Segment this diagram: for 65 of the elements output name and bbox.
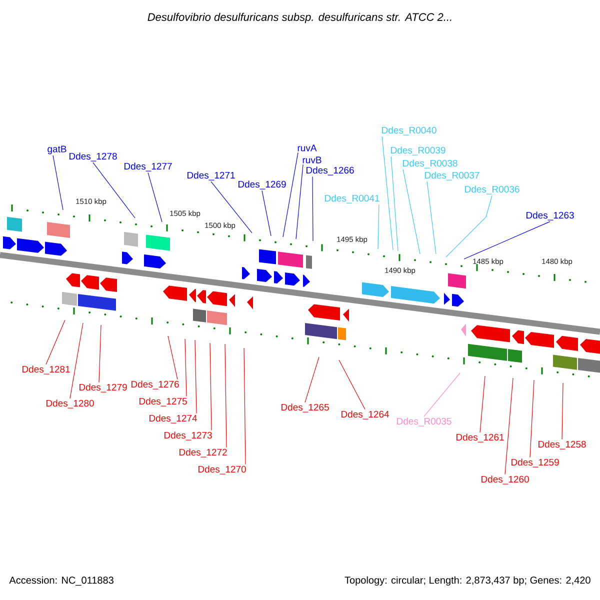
leader-line [480, 376, 486, 433]
gene-label: Ddes_1266 [306, 166, 354, 176]
gene-label: Ddes_1279 [80, 384, 127, 392]
gene-label: Ddes_1258 [538, 440, 586, 450]
leader-line [210, 342, 212, 431]
leader-line [296, 164, 304, 240]
leader-line [390, 156, 398, 252]
accession-text: Accession: NC_011883 [9, 576, 114, 586]
leader-line [504, 378, 514, 475]
gene-label: Ddes_1275 [140, 398, 187, 406]
gene-label: Ddes_1277 [124, 162, 172, 172]
gene-label: Ddes_1280 [46, 400, 94, 408]
leader-line [70, 322, 84, 399]
leader-line [46, 320, 66, 365]
gene-label: Ddes_1272 [180, 448, 227, 458]
leader-line [338, 360, 366, 410]
leader-line [184, 338, 187, 397]
leader-line [148, 172, 162, 222]
leader-line [262, 190, 272, 236]
gene-label: Ddes_1261 [456, 434, 504, 442]
gene-label: Ddes_1259 [512, 458, 559, 468]
leader-line [304, 356, 320, 403]
leader-line [92, 162, 136, 218]
gene-label: Ddes_1281 [22, 366, 70, 374]
gene-label: Ddes_R0035 [397, 418, 452, 426]
leader-line [224, 344, 227, 448]
leader-line [382, 136, 394, 250]
gene-label: Ddes_1270 [198, 466, 246, 474]
gene-label: Ddes_1276 [132, 380, 179, 390]
gene-label: Ddes_1278 [70, 152, 117, 162]
gene-label: Ddes_1274 [150, 414, 197, 424]
leader-line [210, 181, 252, 234]
leader-line [426, 181, 436, 254]
leader-line [424, 372, 460, 417]
leader-line [464, 221, 550, 260]
gene-label: Ddes_R0041 [325, 194, 380, 204]
gene-label: Ddes_1260 [482, 476, 529, 484]
leader-line [244, 348, 246, 465]
leader-line [98, 324, 102, 383]
gene-label: Ddes_R0040 [382, 126, 436, 136]
gene-label: Ddes_R0036 [465, 186, 520, 194]
gene-label: Ddes_1273 [164, 432, 212, 440]
leader-line [378, 204, 380, 250]
gene-label: Ddes_1264 [342, 410, 389, 420]
leader-line [402, 169, 420, 254]
leader-line [312, 176, 314, 242]
leader-line [194, 340, 197, 414]
gene-label: Ddes_R0039 [391, 146, 446, 156]
gene-label: Ddes_1269 [238, 180, 286, 190]
gene-label: Ddes_1265 [282, 404, 329, 412]
gene-label: Ddes_R0037 [425, 172, 480, 180]
gene-label: gatB [48, 146, 66, 154]
gene-label: ruvB [302, 156, 322, 164]
gene-label: ruvA [298, 144, 317, 152]
leader-line [168, 336, 178, 380]
gene-label: Ddes_1263 [526, 212, 574, 220]
leader-line [562, 382, 564, 440]
leader-line [52, 155, 64, 210]
leader-line [446, 195, 492, 258]
leader-line [282, 152, 298, 238]
title: Desulfovibrio desulfuricans subsp. desulfuricans str. ATCC 2... [148, 12, 452, 24]
gene-label: Ddes_R0038 [403, 160, 458, 168]
genome-info-text: Topology: circular; Length: 2,873,437 bp; Genes: 2,420 [344, 576, 590, 586]
gene-label: Ddes_1271 [188, 172, 235, 180]
leader-line [530, 380, 534, 458]
